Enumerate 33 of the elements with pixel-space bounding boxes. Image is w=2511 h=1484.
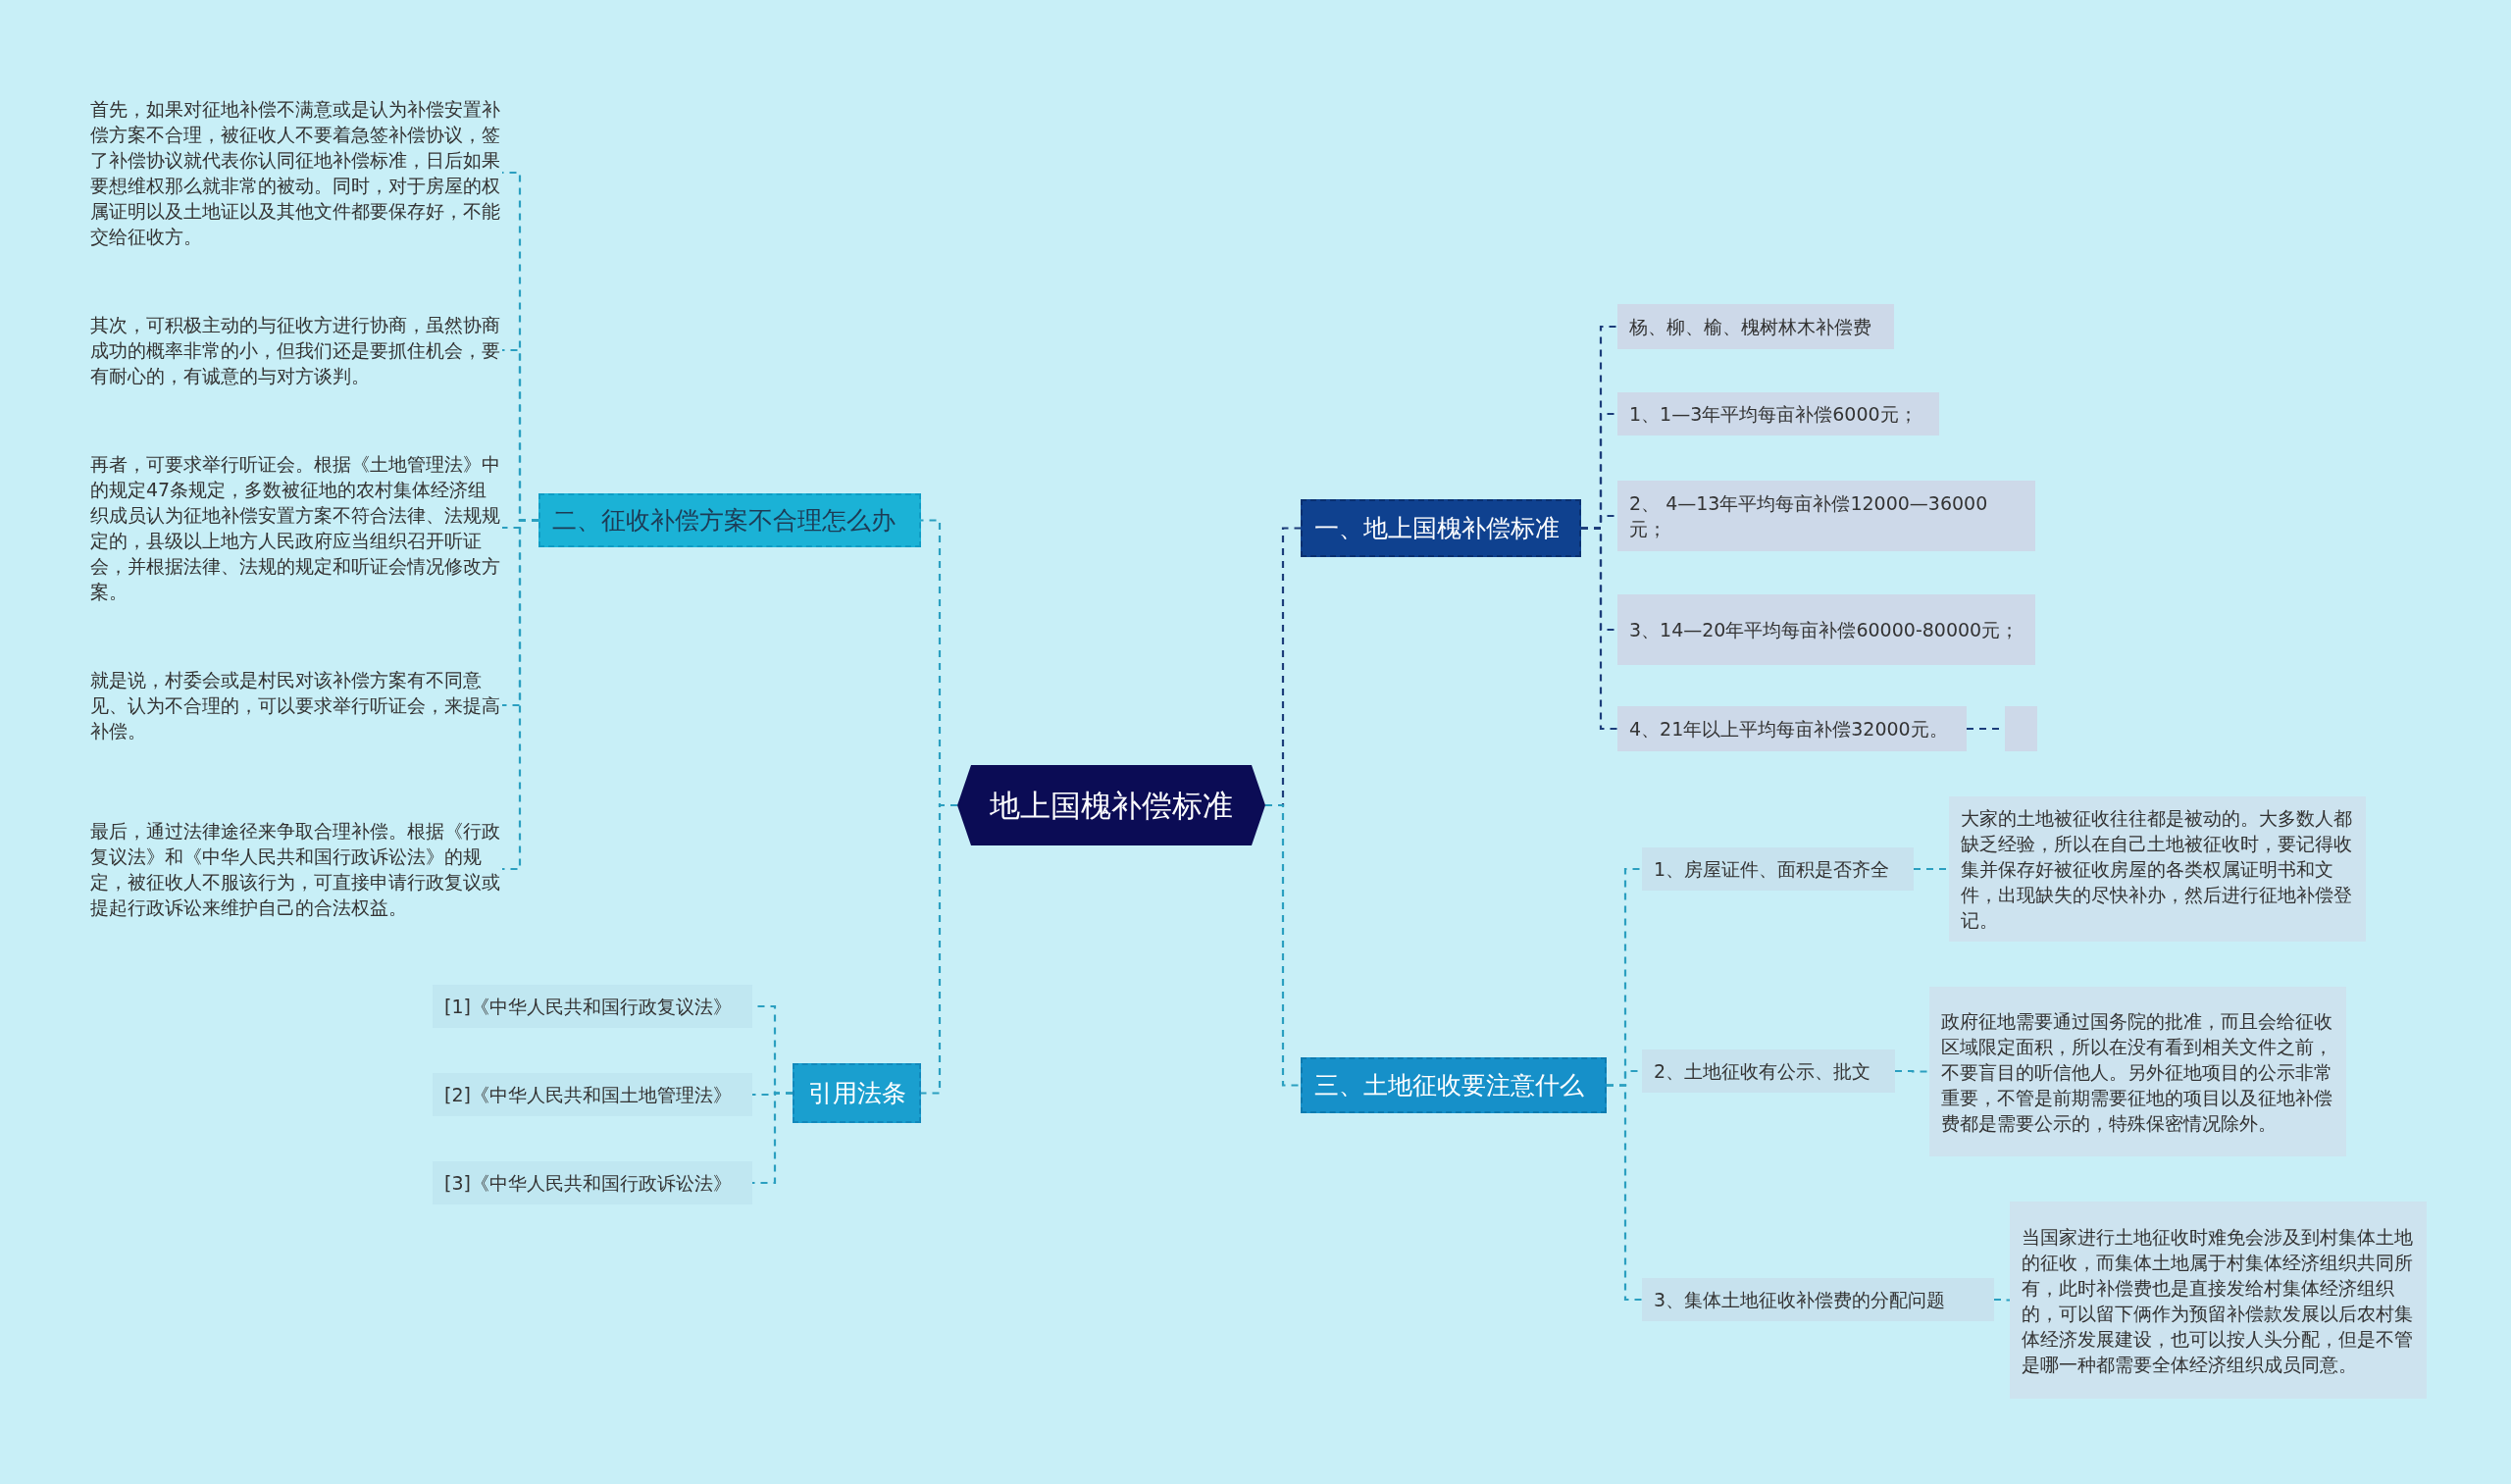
- item-box: 4、21年以上平均每亩补偿32000元。: [1617, 706, 1967, 751]
- paragraph-text: 其次，可积极主动的与征收方进行协商，虽然协商成功的概率非常的小，但我们还是要抓住机会，要有耐心的，有诚意的与对方谈判。: [90, 310, 502, 390]
- item-box: 3、14—20年平均每亩补偿60000-80000元；: [1617, 594, 2035, 665]
- connector: [1895, 1069, 1929, 1073]
- paragraph-text: 再者，可要求举行听证会。根据《土地管理法》中的规定47条规定，多数被征地的农村集体经济组织成员认为征地补偿安置方案不符合法律、法规规定的，县级以上地方人民政府应当组织召开听证会，并根据法律、法规的规定和听证会情况修改方案。: [90, 447, 502, 608]
- note-box: 政府征地需要通过国务院的批准，而且会给征收区域限定面积，所以在没有看到相关文件之前，不要盲目的听信他人。另外征地项目的公示非常重要，不管是前期需要征地的项目以及征地补偿费都是需要公示的，特殊保密情况除外。: [1929, 987, 2346, 1156]
- item-box: 3、集体土地征收补偿费的分配问题: [1642, 1278, 1994, 1321]
- connector: [1994, 1298, 2010, 1302]
- connector: [1607, 1084, 1642, 1302]
- connector: [1581, 527, 1617, 731]
- reference-box: [3]《中华人民共和国行政诉讼法》: [433, 1161, 752, 1204]
- paragraph-text: 就是说，村委会或是村民对该补偿方案有不同意见、认为不合理的，可以要求举行听证会，来提高补偿。: [90, 665, 502, 745]
- connector: [1914, 867, 1949, 871]
- branch-box: 一、地上国槐补偿标准: [1301, 499, 1581, 557]
- item-box: 2、 4—13年平均每亩补偿12000—36000元；: [1617, 481, 2035, 551]
- paragraph-text: 首先，如果对征地补偿不满意或是认为补偿安置补偿方案不合理，被征收人不要着急签补偿协议，签了补偿协议就代表你认同征地补偿标准，日后如果要想维权那么就非常的被动。同时，对于房屋的权属证明以及土地证以及其他文件都要保存好，不能交给征收方。: [90, 94, 502, 251]
- reference-box: [2]《中华人民共和国土地管理法》: [433, 1073, 752, 1116]
- paragraph-text: 最后，通过法律途径来争取合理补偿。根据《行政复议法》和《中华人民共和国行政诉讼法》的规定，被征收人不服该行为，可直接申请行政复议或提起行政诉讼来维护自己的合法权益。: [90, 802, 502, 936]
- connector: [1265, 803, 1301, 1087]
- branch-box: 二、征收补偿方案不合理怎么办: [538, 493, 921, 547]
- branch-box: 引用法条: [793, 1063, 921, 1123]
- branch-box: 三、土地征收要注意什么: [1301, 1057, 1607, 1113]
- connector: [502, 519, 538, 871]
- reference-box: [1]《中华人民共和国行政复议法》: [433, 985, 752, 1028]
- item-box: 2、土地征收有公示、批文: [1642, 1049, 1895, 1093]
- connector: [921, 803, 957, 1095]
- item-box: 杨、柳、榆、槐树林木补偿费: [1617, 304, 1894, 349]
- note-box: 大家的土地被征收往往都是被动的。大多数人都缺乏经验，所以在自己土地被征收时，要记得收集并保存好被征收房屋的各类权属证明书和文件，出现缺失的尽快补办，然后进行征地补偿登记。: [1949, 796, 2366, 942]
- item-box: 1、房屋证件、面积是否齐全: [1642, 847, 1914, 891]
- note-box: 当国家进行土地征收时难免会涉及到村集体土地的征收，而集体土地属于村集体经济组织共同所有，此时补偿费也是直接发给村集体经济组织的，可以留下俩作为预留补偿款发展以后农村集体经济发展建设，也可以按人头分配，但是不管是哪一种都需要全体经济组织成员同意。: [2010, 1202, 2427, 1399]
- item-box: 1、1—3年平均每亩补偿6000元；: [1617, 392, 1939, 435]
- connector: [752, 1092, 793, 1185]
- topic-hexagon: 地上国槐补偿标准: [957, 765, 1265, 845]
